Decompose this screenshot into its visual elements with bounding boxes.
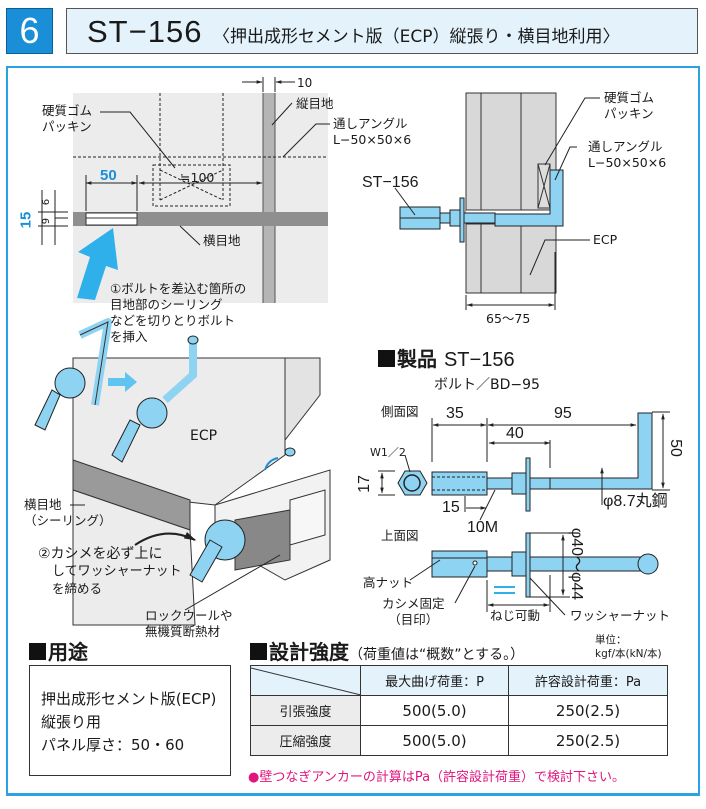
section-number: 6	[6, 8, 53, 54]
dim-thread-length: 40	[506, 425, 524, 442]
l-bolt-2	[162, 340, 197, 403]
cell-pa: 250(2.5)	[508, 695, 668, 726]
section-through-angle-label: 通しアングル L−50×50×6	[588, 139, 667, 170]
dim-nut-length: 35	[446, 405, 464, 422]
content-frame	[6, 66, 700, 796]
dim-upper: 6	[41, 198, 53, 206]
row-header: 圧縮強度	[250, 725, 361, 756]
table-header-row: 最大曲げ荷重：P 許容設計荷重：Pa	[250, 665, 668, 696]
column-header: 許容設計荷重：Pa	[508, 665, 668, 696]
dim-packing-width: ≒100	[180, 170, 215, 185]
product-drawing	[378, 411, 670, 616]
cell-p: 500(5.0)	[359, 695, 510, 726]
strength-title: 設計強度（荷重値は“概数”とする。）	[250, 636, 524, 665]
install-ecp-label: ECP	[190, 428, 218, 444]
high-nut-label: 高ナット	[363, 575, 414, 590]
panel-surface	[73, 93, 328, 303]
usage-title: 用途	[29, 636, 88, 665]
section-rubber-packing-label: 硬質ゴム パッキン	[604, 90, 655, 121]
usage-line: 押出成形セメント版(ECP)	[41, 690, 217, 708]
usage-line: パネル厚さ：50・60	[41, 736, 185, 754]
dim-thread: 10M	[467, 519, 499, 536]
cell-pa: 250(2.5)	[508, 725, 668, 756]
step2-line1: ②カシメを必ず上に	[38, 546, 163, 562]
bullet-square	[378, 350, 395, 367]
plan-view	[38, 77, 330, 303]
dim-joint-height: 15	[17, 211, 35, 229]
dim-joint-width: 10	[297, 76, 313, 90]
plan-rubber-packing-label: 硬質ゴム パッキン	[42, 103, 93, 134]
side-view-label: 側面図	[381, 404, 419, 419]
plan-horizontal-joint-label: 横目地	[203, 233, 241, 248]
step1-note: ①ボルトを差込む箇所の 目地部のシーリング などを切りとりボルト を挿入	[110, 281, 247, 344]
joint-cut-opening	[85, 212, 138, 226]
high-nut-side	[431, 471, 488, 496]
through-angle	[494, 169, 564, 227]
dim-lower: 9	[41, 217, 53, 225]
insulation-label: ロックウールや 無機質断熱材	[145, 608, 233, 639]
dim-nut-height: 17	[355, 475, 373, 493]
product-title: 製品 ST−156	[378, 343, 515, 372]
washer	[459, 197, 465, 243]
corner-cell	[250, 665, 361, 696]
install-view	[34, 318, 331, 626]
warning-note: ●壁つなぎアンカーの計算はPa（許容設計荷重）で検討下さい。	[248, 770, 626, 785]
plan-vertical-joint-label: 縦目地	[296, 96, 334, 111]
install-horizontal-joint-label: 横目地 （シーリング）	[24, 497, 112, 528]
vertical-joint	[263, 93, 275, 303]
dim-bolt-length: 95	[554, 405, 572, 422]
dim-hook: 50	[666, 439, 684, 457]
hook-rod	[549, 412, 653, 490]
table-row: 圧縮強度 500(5.0) 250(2.5)	[250, 725, 668, 756]
model-subtitle: 〈押出成形セメント版（ECP）縦張り・横目地利用〉	[213, 27, 620, 47]
title-bar: ST−156 〈押出成形セメント版（ECP）縦張り・横目地利用〉	[66, 8, 698, 54]
usage-title-text: 用途	[48, 640, 88, 664]
dim-rod: φ8.7丸鋼	[603, 493, 668, 510]
cell-p: 500(5.0)	[359, 725, 510, 756]
section-view	[394, 92, 600, 310]
usage-box: 押出成形セメント版(ECP) 縦張り用 パネル厚さ：50・60	[29, 665, 231, 776]
usage-line: 縦張り用	[41, 713, 102, 731]
strength-table: 最大曲げ荷重：P 許容設計荷重：Pa 引張強度 500(5.0) 250(2.5…	[250, 665, 668, 756]
step2-line3: を締める	[52, 581, 103, 596]
bolt-model: ボルト／BD−95	[434, 377, 540, 393]
washer-nut-label: ワッシャーナット	[570, 608, 671, 623]
product-model: ST−156	[443, 349, 515, 371]
dim-bolt-offset: 50	[100, 167, 117, 184]
insert-arrow	[77, 228, 118, 300]
row-header: 引張強度	[250, 695, 361, 726]
unit-label: 単位： kgf/本(kN/本)	[595, 634, 662, 660]
strength-note: （荷重値は“概数”とする。）	[349, 647, 525, 663]
screw-move-label: ねじ可動	[490, 608, 541, 623]
plan-through-angle-label: 通しアングル L−50×50×6	[333, 116, 412, 147]
step2-line2: してワッシャーナット	[52, 564, 182, 579]
high-nut-top	[431, 550, 488, 578]
bullet-square	[250, 643, 267, 660]
section-product-label: ST−156	[362, 174, 419, 191]
dim-washer: φ40〜φ44	[568, 527, 586, 601]
dim-insert: 15	[442, 499, 460, 516]
table-row: 引張強度 500(5.0) 250(2.5)	[250, 695, 668, 726]
model-title: ST−156	[87, 14, 203, 49]
bullet-square	[29, 643, 46, 660]
section-ecp-label: ECP	[593, 232, 618, 247]
dim-nut-size: W1／2	[370, 446, 406, 459]
strength-title-text: 設計強度	[269, 640, 349, 664]
column-header: 最大曲げ荷重：P	[359, 665, 510, 696]
section-thickness-dim: 65〜75	[486, 311, 531, 326]
top-view-label: 上面図	[381, 528, 419, 543]
crimp-label: カシメ固定 （目印）	[382, 596, 445, 627]
move-arrow	[108, 372, 137, 392]
product-title-text: 製品	[397, 347, 437, 371]
